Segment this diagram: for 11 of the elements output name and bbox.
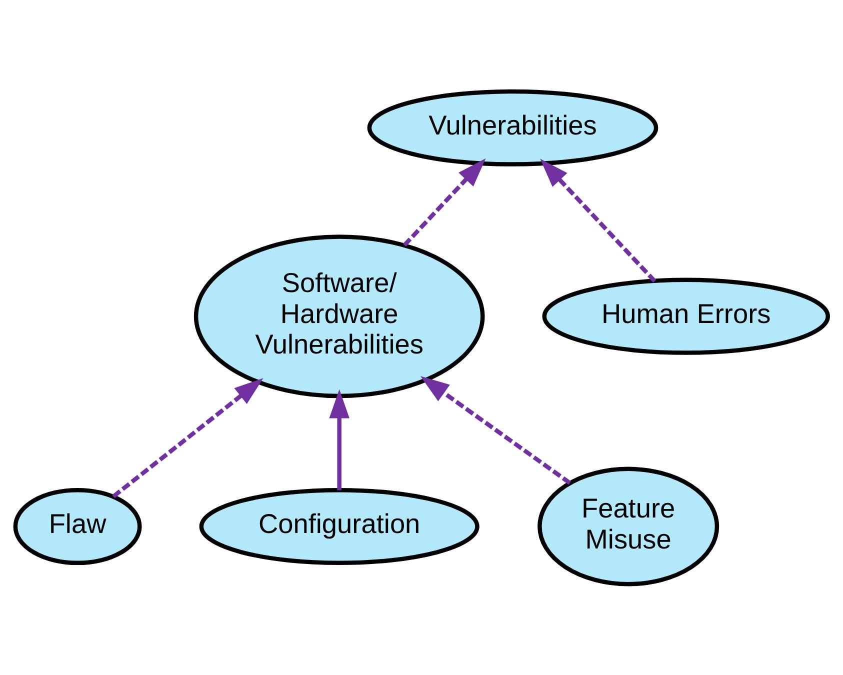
arrow	[540, 158, 656, 282]
arrow	[420, 376, 572, 484]
arrow	[402, 158, 486, 246]
node-ellipse: Software/ Hardware Vulnerabilities	[194, 234, 485, 398]
node-ellipse: Feature Misuse	[538, 466, 720, 586]
node-ellipse: Human Errors	[542, 277, 830, 354]
node-ellipse: Vulnerabilities	[367, 88, 658, 166]
node-ellipse: Configuration	[199, 487, 480, 565]
node-ellipse: Flaw	[13, 487, 142, 565]
arrow	[329, 388, 350, 490]
arrow	[112, 378, 264, 498]
